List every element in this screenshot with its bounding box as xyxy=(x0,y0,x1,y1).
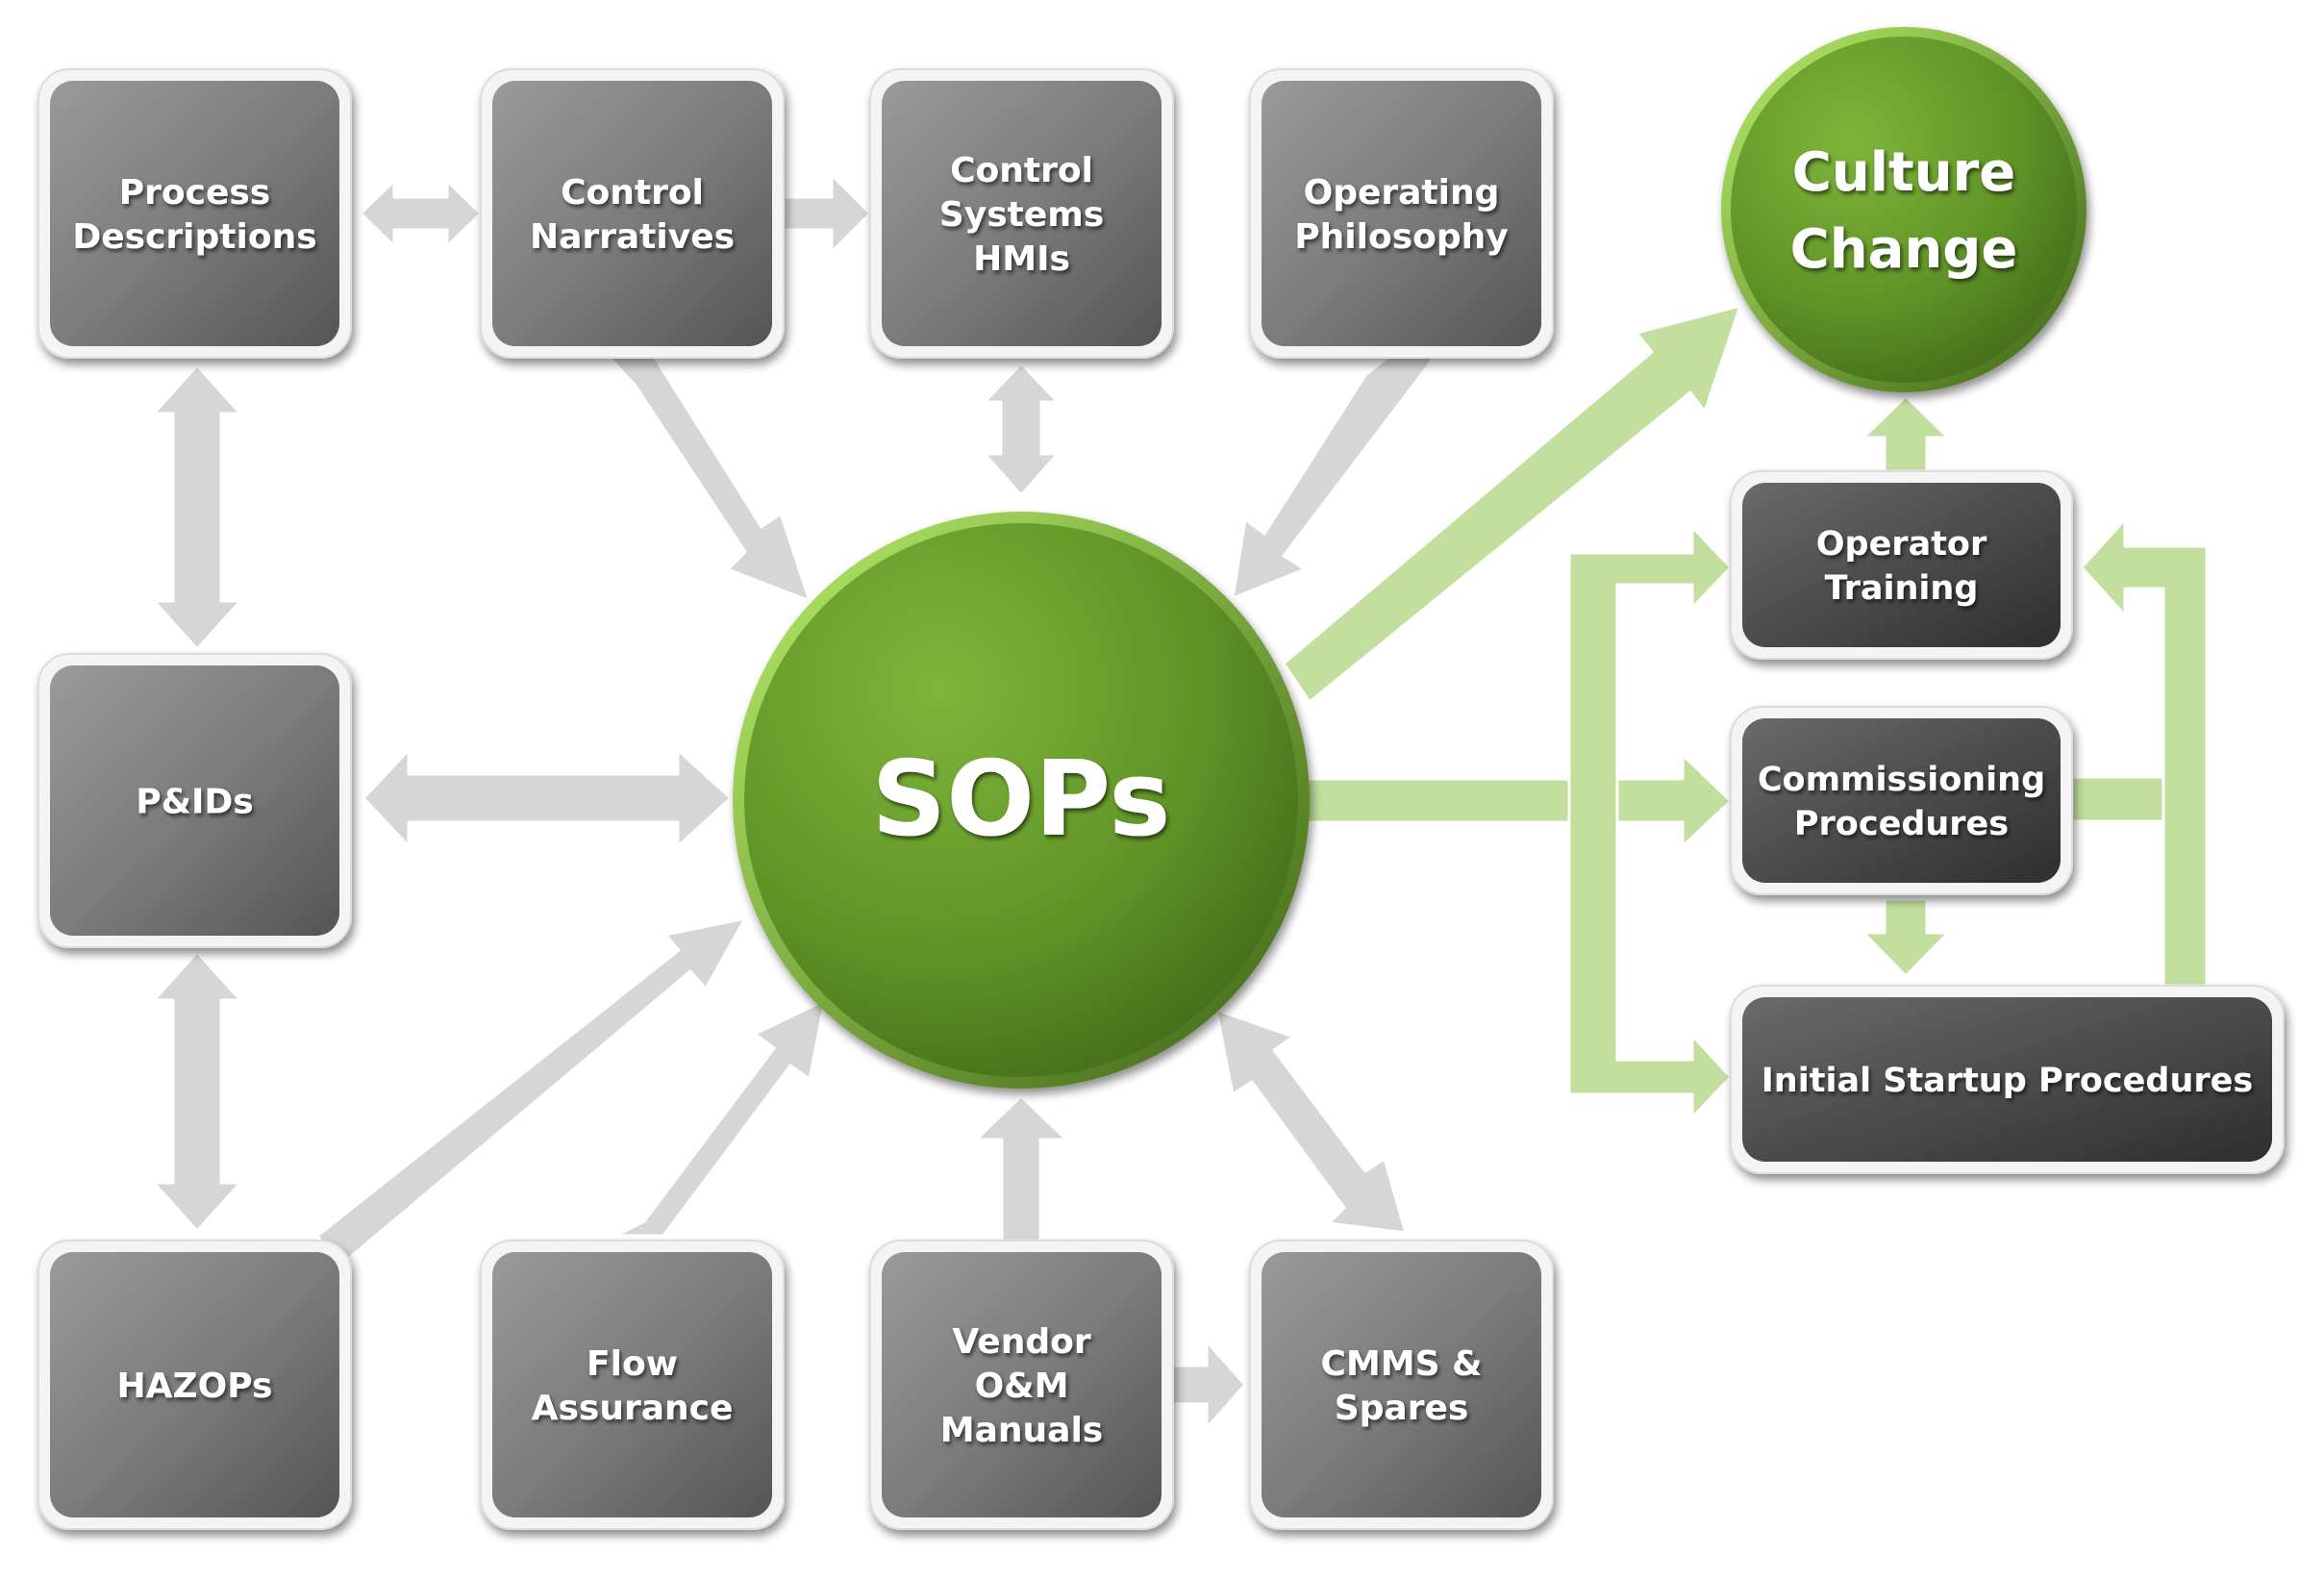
sops-circle: SOPs xyxy=(733,512,1310,1089)
control-systems-hmis-box-label-line: Control xyxy=(950,151,1093,190)
control-systems-hmis-box-label-line: Systems xyxy=(939,195,1104,235)
vendor-om-manuals-box-label-line: Manuals xyxy=(940,1411,1103,1450)
vendor-om-manuals-box-label-line: O&M xyxy=(975,1367,1069,1406)
cmms-spares-box-label-line: CMMS & xyxy=(1321,1344,1483,1384)
cmms-spares-box: CMMS & Spares xyxy=(1249,1240,1554,1530)
arrow-hmis-sops xyxy=(983,362,1060,497)
culture-change-line2: Change xyxy=(1790,218,2018,281)
commissioning-procedures-box-label-line: Commissioning xyxy=(1758,761,2045,799)
operating-philosophy-box-label-line: Operating xyxy=(1304,173,1500,213)
arrow-sops-cmms xyxy=(1214,1008,1408,1235)
operating-philosophy-box-label-line: Philosophy xyxy=(1294,217,1508,257)
initial-startup-procedures-box: Initial Startup Procedures xyxy=(1730,985,2285,1174)
operator-training-box-label-line: Operator xyxy=(1816,525,1987,564)
arrow-sops-to-culture xyxy=(1282,304,1742,704)
sops-label: SOPs xyxy=(871,740,1170,860)
hazops-box: HAZOPs xyxy=(37,1240,352,1530)
arrow-process-to-narratives xyxy=(359,179,483,248)
initial-startup-procedures-box-label-line: Initial Startup Procedures xyxy=(1762,1062,2253,1100)
arrow-bracket-left xyxy=(1567,525,1733,1119)
arrow-vendor-to-sops xyxy=(974,1094,1068,1242)
control-narratives-box-label-line: Control xyxy=(561,173,704,213)
control-narratives-box-label-line: Narratives xyxy=(530,217,735,257)
arrow-narratives-to-hmis xyxy=(782,173,872,254)
arrow-loop-right xyxy=(2080,517,2209,988)
arrow-process-pids xyxy=(152,364,242,651)
commissioning-procedures-box-label-line: Procedures xyxy=(1794,805,2009,843)
arrow-sops-to-commissioning xyxy=(1306,753,1733,848)
pids-box: P&IDs xyxy=(37,653,352,948)
arrow-pids-hazops xyxy=(152,950,242,1233)
arrow-pids-sops xyxy=(362,748,733,848)
pids-box-label-line: P&IDs xyxy=(136,782,253,821)
arrow-philosophy-to-sops xyxy=(1231,354,1437,600)
arrow-hazops-to-sops xyxy=(315,916,747,1267)
vendor-om-manuals-box-label-line: Vendor xyxy=(952,1322,1090,1362)
culture-change-line1: Culture xyxy=(1792,141,2015,204)
control-systems-hmis-box-label-line: HMIs xyxy=(973,239,1070,279)
arrow-commissioning-to-startup xyxy=(1862,897,1950,978)
arrow-vendor-to-cmms xyxy=(1169,1340,1247,1430)
arrow-training-to-culture xyxy=(1862,394,1950,473)
culture-change-circle: Culture Change xyxy=(1721,27,2087,392)
process-descriptions-box-label-line: Process xyxy=(119,173,270,213)
arrow-narratives-to-sops xyxy=(606,354,812,603)
operator-training-box-label-line: Training xyxy=(1825,569,1979,608)
cmms-spares-box-label-line: Spares xyxy=(1335,1389,1469,1428)
process-descriptions-box-label-line: Descriptions xyxy=(72,217,316,257)
hazops-box-label-line: HAZOPs xyxy=(117,1367,273,1406)
arrow-flow-to-sops xyxy=(613,998,827,1238)
flow-assurance-box-label-line: Assurance xyxy=(532,1389,734,1428)
arrow-commissioning-right-link xyxy=(2070,775,2165,823)
flow-assurance-box-label-line: Flow xyxy=(587,1344,678,1384)
